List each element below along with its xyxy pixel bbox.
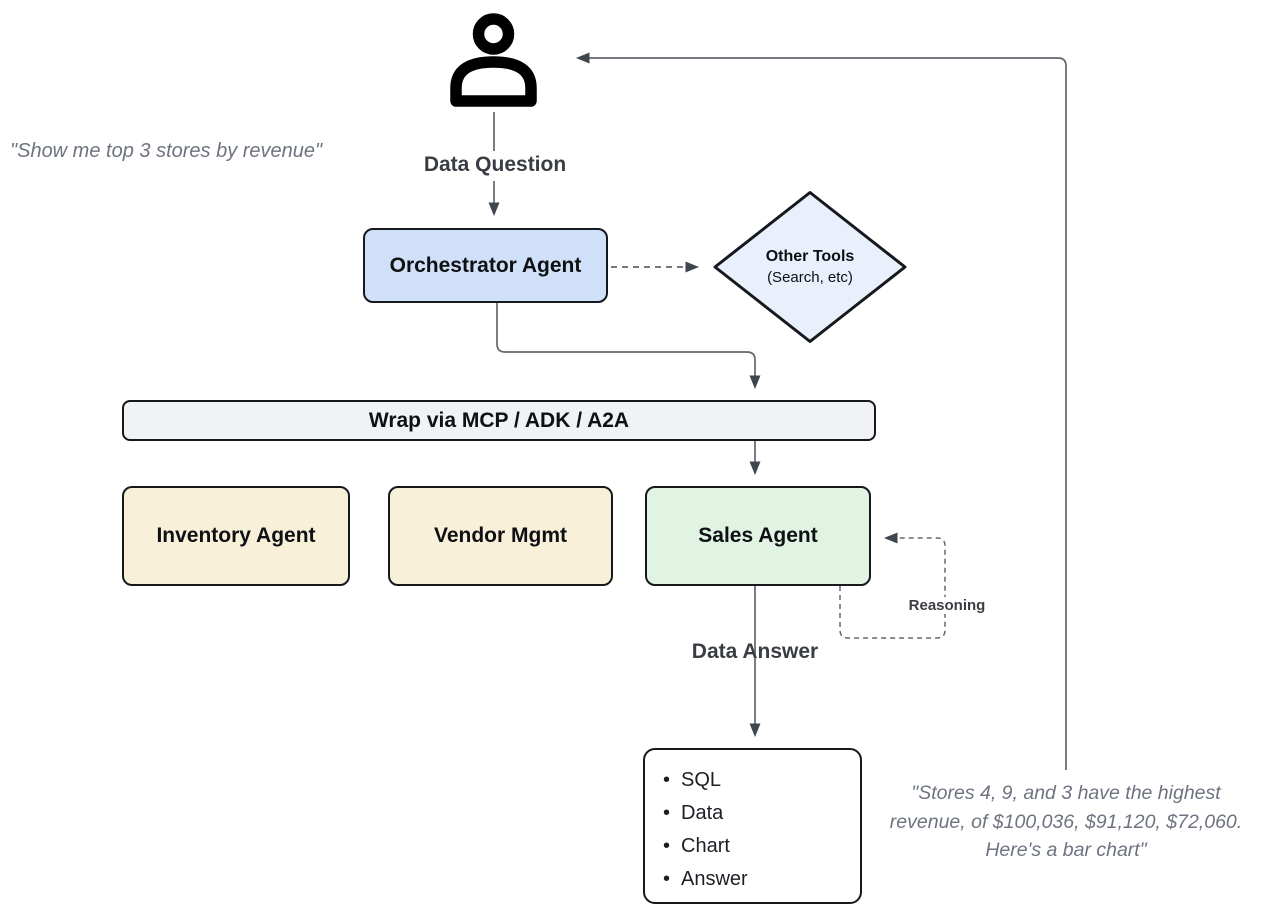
other-tools-subtitle: (Search, etc) [767,268,853,286]
reasoning-label: Reasoning [904,597,990,614]
agent-answer-quote: "Stores 4, 9, and 3 have the highest rev… [889,782,1243,861]
user-question-quote: "Show me top 3 stores by revenue" [10,140,323,162]
orchestrator-agent-node: Orchestrator Agent [363,228,608,303]
vendor-mgmt-node: Vendor Mgmt [388,486,613,586]
diamond-shape [713,191,907,343]
inventory-agent-label: Inventory Agent [156,524,316,547]
output-item: SQL [663,764,748,797]
vendor-mgmt-label: Vendor Mgmt [433,524,567,547]
data-question-label: Data Question [423,153,567,176]
wrap-protocol-label: Wrap via MCP / ADK / A2A [368,408,630,432]
other-tools-node: Other Tools (Search, etc) [712,190,908,344]
sales-agent-label: Sales Agent [698,524,818,547]
person-icon [450,13,537,107]
output-list: SQL Data Chart Answer [645,750,748,896]
output-item: Data [663,797,748,830]
output-list-node: SQL Data Chart Answer [643,748,862,904]
orchestrator-agent-label: Orchestrator Agent [389,253,582,277]
output-item: Chart [663,830,748,863]
other-tools-title: Other Tools [765,248,855,266]
inventory-agent-node: Inventory Agent [122,486,350,586]
data-answer-label: Data Answer [691,640,819,663]
output-item: Answer [663,863,748,896]
wrap-protocol-bar: Wrap via MCP / ADK / A2A [122,400,876,441]
sales-agent-node: Sales Agent [645,486,871,586]
